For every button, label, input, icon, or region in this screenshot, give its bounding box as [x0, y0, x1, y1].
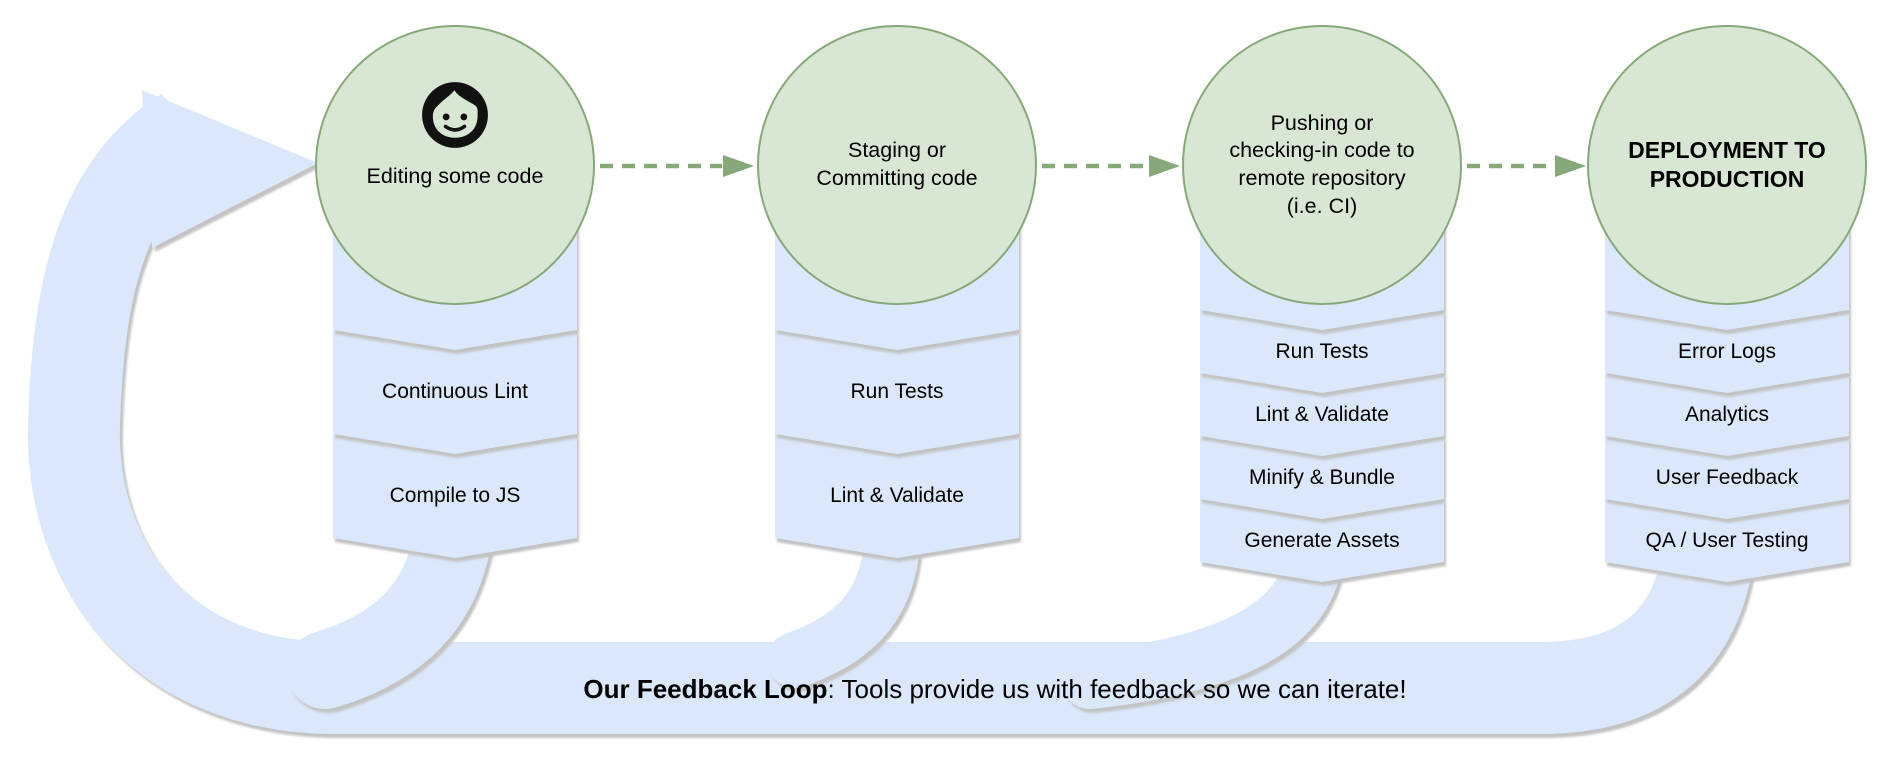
stage-label: Editing some code	[366, 164, 544, 188]
stage-node-editing: Editing some code	[315, 25, 595, 305]
tool-label: Minify & Bundle	[1249, 465, 1395, 489]
stage-label: Pushing or checking-in code to remote re…	[1229, 110, 1415, 218]
feedback-loop-caption: Our Feedback Loop: Tools provide us with…	[400, 668, 1590, 710]
tool-label: Continuous Lint	[382, 380, 528, 403]
tool-label: Lint & Validate	[1255, 402, 1389, 426]
tool-label: User Feedback	[1655, 465, 1799, 489]
feedback-loop-band	[27, 94, 1758, 734]
tool-label: Compile to JS	[389, 484, 521, 507]
stage-arrows	[600, 155, 1586, 177]
tool-label: Generate Assets	[1244, 528, 1400, 552]
dashed-arrow-3-head	[1555, 155, 1586, 177]
stage-label: DEPLOYMENT TO PRODUCTION	[1628, 136, 1826, 192]
tool-label: Run Tests	[1275, 339, 1369, 363]
tool-label: Analytics	[1684, 402, 1770, 426]
tool-label: QA / User Testing	[1645, 528, 1809, 552]
person-face-icon	[422, 82, 488, 148]
stage-node-pushing: Pushing or checking-in code to remote re…	[1182, 25, 1462, 305]
tool-banner: Run Tests	[775, 330, 1019, 454]
tool-label: Run Tests	[850, 380, 944, 403]
dashed-arrow-2-head	[1149, 155, 1180, 177]
tool-banner: Lint & Validate	[775, 434, 1019, 558]
caption-bold: Our Feedback Loop	[583, 673, 828, 704]
tool-label: Lint & Validate	[830, 484, 964, 507]
tool-stack-4: Error Logs Analytics User Feedback QA / …	[1605, 0, 1849, 767]
caption-rest: : Tools provide us with feedback so we c…	[827, 673, 1407, 704]
tool-label: Error Logs	[1677, 339, 1777, 363]
stage-node-deployment: DEPLOYMENT TO PRODUCTION	[1587, 25, 1867, 305]
dashed-arrow-1-head	[723, 155, 754, 177]
loop-arrowhead	[142, 90, 318, 248]
tool-banner: Continuous Lint	[333, 330, 577, 454]
stage-node-staging: Staging or Committing code	[757, 25, 1037, 305]
stage-label: Staging or Committing code	[816, 138, 978, 190]
tool-banner: Lint & Validate	[1200, 373, 1444, 456]
tool-banner: Compile to JS	[333, 434, 577, 558]
